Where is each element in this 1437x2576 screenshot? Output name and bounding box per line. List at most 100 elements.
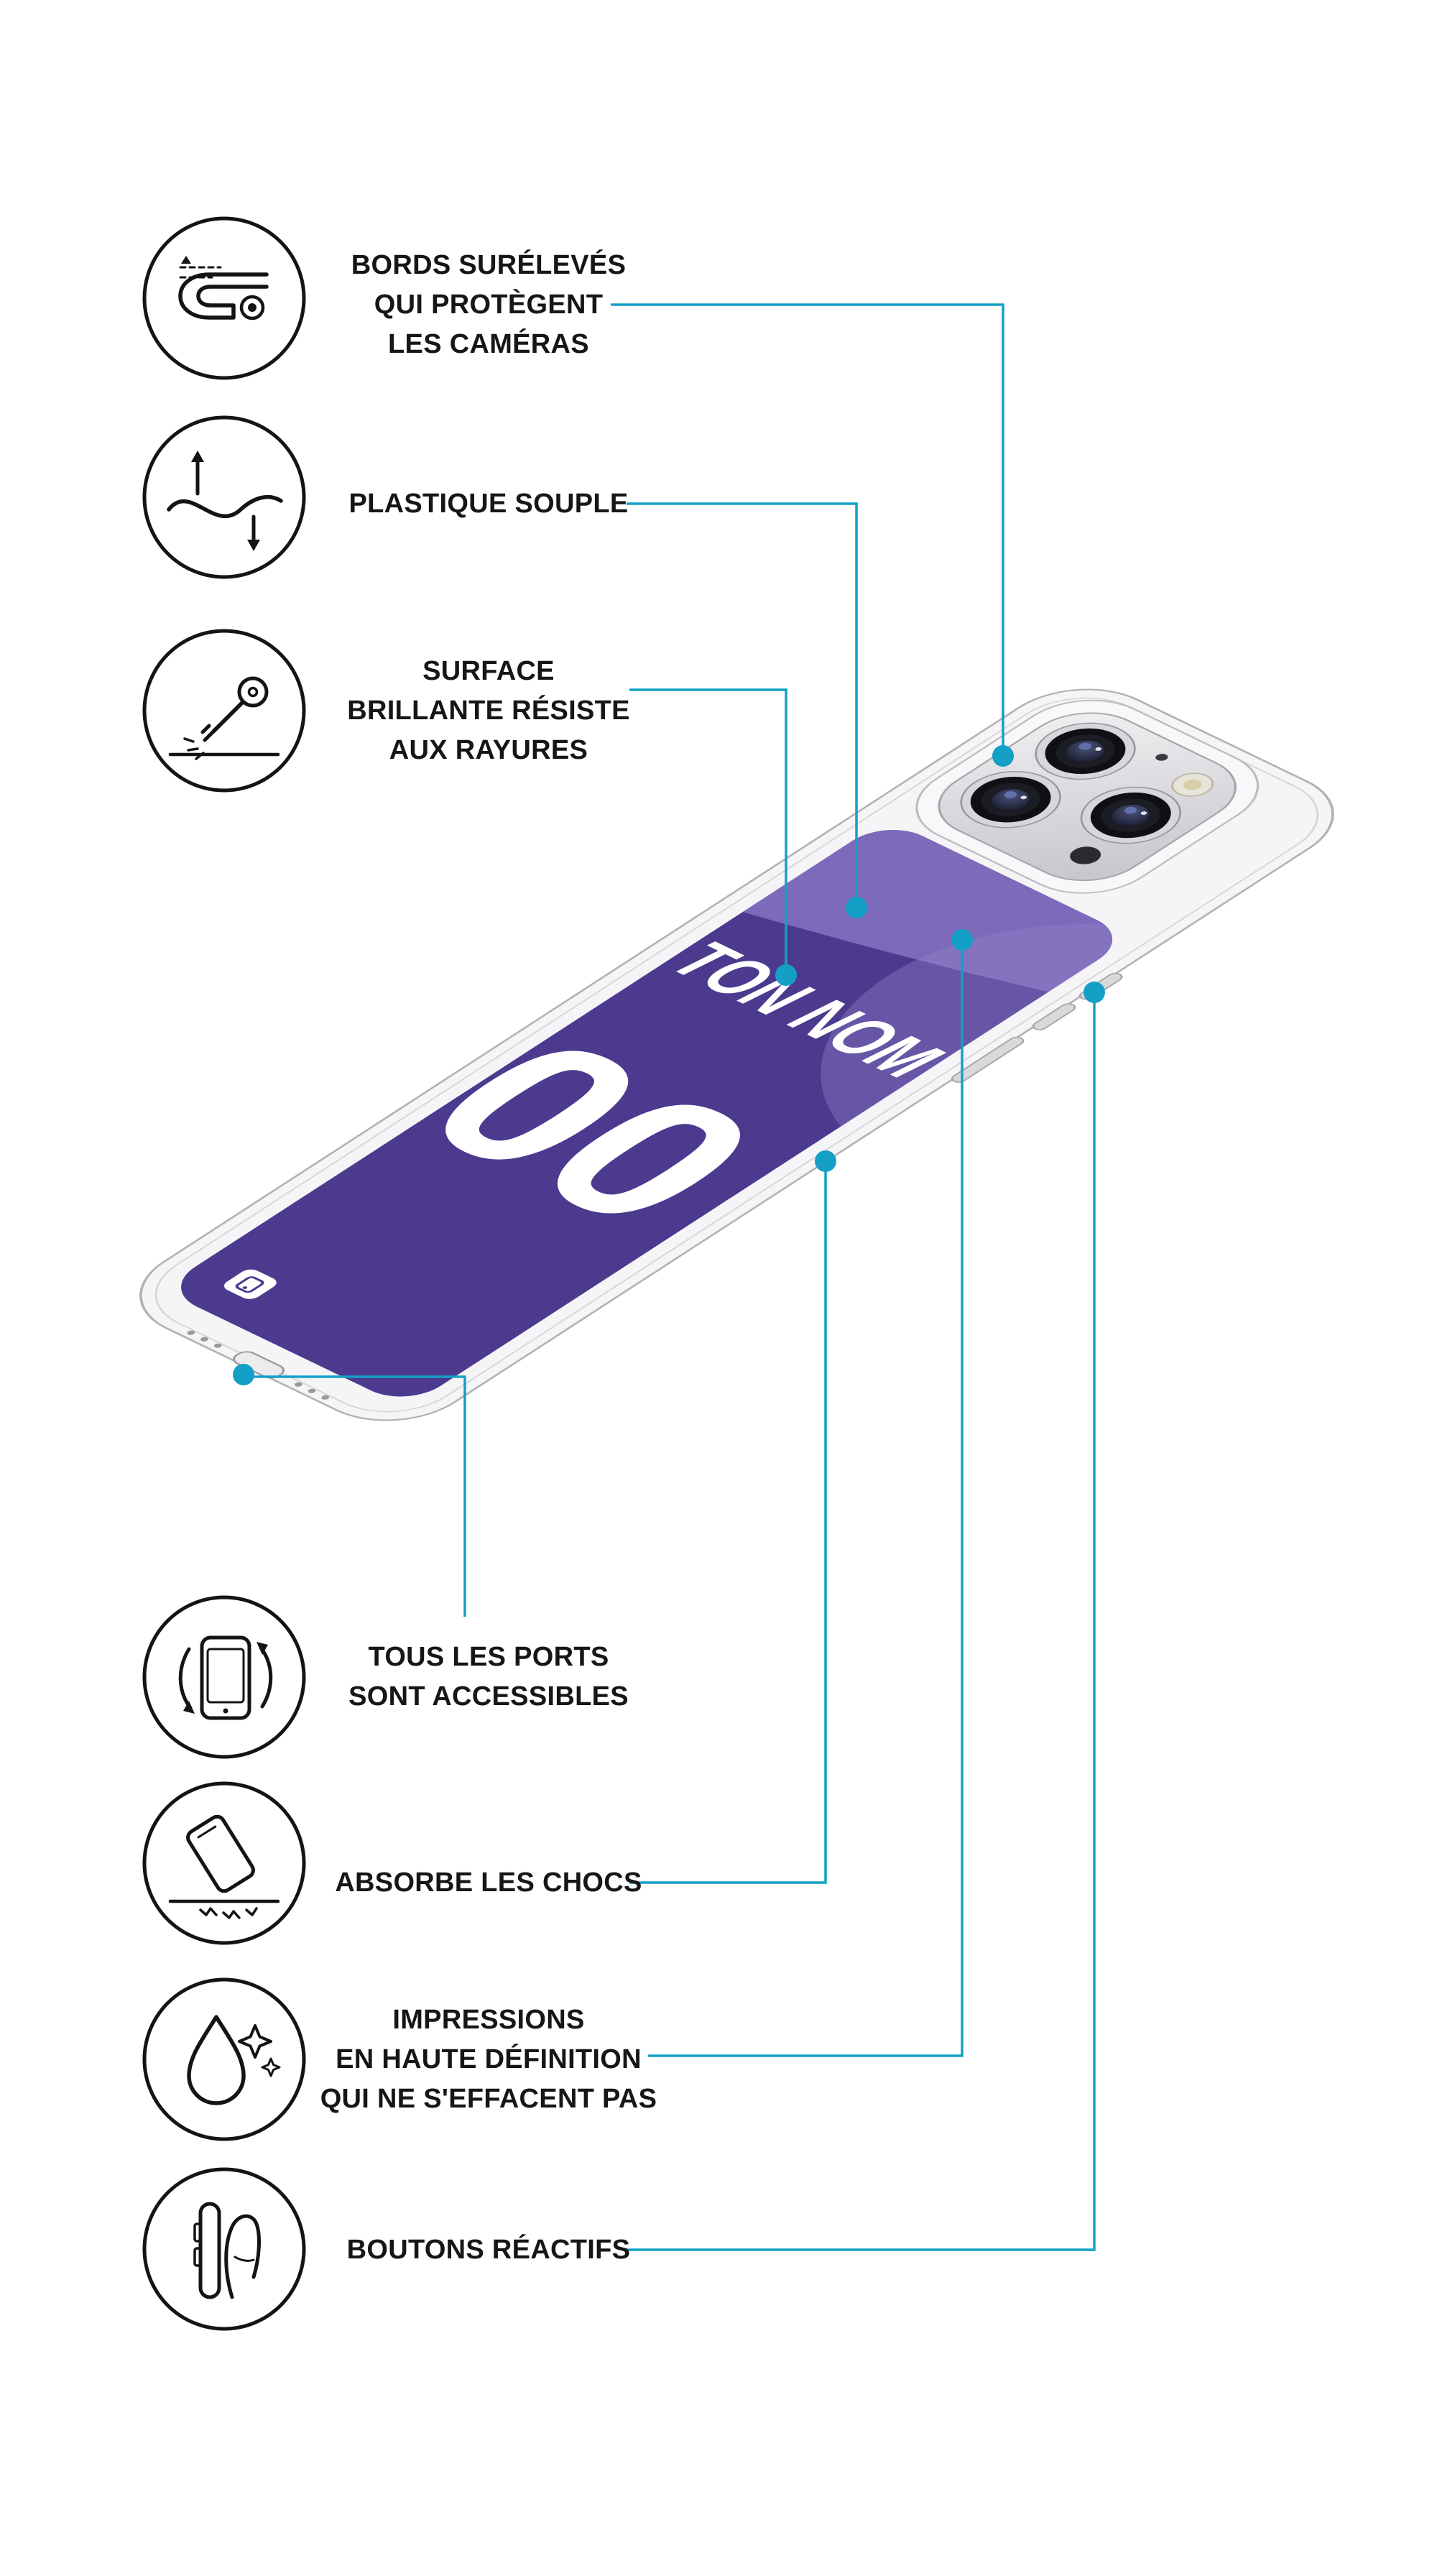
icon-circle — [142, 2167, 306, 2331]
print-light-band — [742, 818, 1133, 992]
icon-detail — [183, 737, 205, 760]
callout-dot-scratch-resistant — [775, 964, 797, 986]
feature-label-line: BORDS SURÉLEVÉS — [351, 250, 627, 280]
hd-print-icon — [142, 1977, 306, 2141]
icon-detail — [245, 1907, 258, 1916]
icon-circle — [142, 629, 306, 793]
lens-spec — [1140, 811, 1147, 816]
icon-circle — [142, 216, 306, 380]
camera-lens-1 — [1035, 722, 1136, 780]
speaker-hole — [295, 1382, 302, 1387]
icon-detail — [167, 494, 283, 519]
icon-detail — [187, 2015, 246, 2105]
feature-label-line: IMPRESSIONS — [392, 2005, 585, 2035]
callout-line-hd-print — [648, 945, 964, 2057]
icon-detail — [247, 686, 259, 698]
camera-lidar — [1070, 846, 1101, 864]
icon-detail — [261, 2057, 281, 2077]
shock-absorbing-icon — [142, 1781, 306, 1945]
icon-detail — [186, 1814, 255, 1893]
callout-dot-shock-absorbing — [815, 1150, 836, 1172]
icon-detail — [247, 540, 260, 551]
camera-mic-hole — [1155, 754, 1168, 761]
feature-label-line: ABSORBE LES CHOCS — [335, 1868, 642, 1898]
icon-detail — [237, 676, 269, 708]
callout-line-ports-accessible — [244, 1375, 466, 1617]
icon-detail — [186, 1814, 255, 1893]
phone-case-illustration: TON NOM 00 — [139, 688, 1334, 1421]
feature-label-raised-edges: BORDS SURÉLEVÉS QUI PROTÈGENT LES CAMÉRA… — [316, 246, 661, 364]
icon-detail — [199, 1907, 218, 1916]
callout-line-flexible-plastic — [627, 502, 858, 902]
feature-label-line: PLASTIQUE SOUPLE — [348, 489, 629, 519]
icon-detail — [259, 1645, 273, 1709]
icon-circle — [142, 415, 306, 579]
lens-spec — [1020, 795, 1027, 800]
feature-label-line: SONT ACCESSIBLES — [348, 1681, 629, 1712]
scratch-resistant-icon — [142, 629, 306, 793]
lens-glass — [992, 789, 1030, 811]
callout-line-shock-absorbing — [629, 1166, 827, 1884]
flexible-plastic-icon — [142, 415, 306, 579]
callout-dot-raised-edges — [992, 745, 1014, 767]
icon-detail — [257, 1642, 268, 1655]
brand-logo-chip — [224, 1269, 277, 1299]
lens-glint — [1078, 742, 1091, 750]
icon-detail — [223, 1708, 228, 1714]
callout-line-reactive-buttons — [622, 997, 1096, 2251]
feature-label-line: BOUTONS RÉACTIFS — [346, 2235, 631, 2265]
icon-detail — [211, 700, 245, 734]
feature-label-scratch-resistant: SURFACE BRILLANTE RÉSISTE AUX RAYURES — [316, 652, 661, 770]
feature-label-line: AUX RAYURES — [389, 735, 588, 765]
feature-label-reactive-buttons: BOUTONS RÉACTIFS — [316, 2230, 661, 2270]
volume-down-button — [1032, 1003, 1076, 1030]
feature-label-line: SURFACE — [422, 656, 555, 686]
ports-accessible-icon — [142, 1595, 306, 1759]
icon-detail — [200, 724, 216, 742]
icon-detail — [178, 272, 269, 320]
callout-dot-reactive-buttons — [1083, 982, 1105, 1003]
feature-label-line: EN HAUTE DÉFINITION — [336, 2044, 642, 2074]
camera-edge-protection-icon — [142, 216, 306, 380]
callout-dot-hd-print — [951, 929, 973, 951]
feature-label-line: BRILLANTE RÉSISTE — [347, 696, 630, 726]
camera-flash-core — [1183, 779, 1202, 790]
feature-label-line: TOUS LES PORTS — [368, 1642, 609, 1672]
feature-label-line: LES CAMÉRAS — [388, 329, 589, 359]
power-button — [951, 1036, 1025, 1083]
icon-circle — [142, 1781, 306, 1945]
icon-detail — [200, 1635, 251, 1720]
icon-detail — [224, 2214, 261, 2299]
feature-label-line: QUI NE S'EFFACENT PAS — [320, 2084, 657, 2114]
speaker-hole — [308, 1388, 316, 1393]
icon-detail — [193, 2222, 202, 2243]
icon-detail — [222, 1910, 241, 1919]
icon-circle — [142, 1977, 306, 2141]
speaker-hole — [200, 1337, 208, 1342]
brand-logo-glyph — [235, 1276, 264, 1293]
lens-glass — [1066, 740, 1104, 762]
lens-spec — [1095, 747, 1101, 751]
feature-label-line: QUI PROTÈGENT — [374, 290, 604, 320]
camera-lens-3 — [1080, 786, 1182, 844]
feature-label-flexible-plastic: PLASTIQUE SOUPLE — [316, 484, 661, 524]
camera-lens-2 — [960, 770, 1061, 828]
icon-detail — [191, 451, 204, 462]
icon-detail — [197, 1825, 217, 1839]
camera-module — [915, 699, 1260, 894]
icon-circle — [142, 1595, 306, 1759]
lens-glass — [1112, 804, 1150, 826]
callout-dot-flexible-plastic — [846, 897, 867, 918]
callout-line-scratch-resistant — [629, 688, 787, 970]
icon-detail — [248, 303, 257, 312]
feature-label-shock-absorbing: ABSORBE LES CHOCS — [316, 1863, 661, 1903]
icon-detail — [178, 1647, 193, 1710]
icon-detail — [193, 2247, 202, 2267]
feature-label-ports-accessible: TOUS LES PORTS SONT ACCESSIBLES — [316, 1638, 661, 1717]
lens-glint — [1124, 806, 1137, 814]
reactive-buttons-icon — [142, 2167, 306, 2331]
brand-logo-dot — [242, 1286, 248, 1289]
icon-detail — [238, 2024, 272, 2059]
